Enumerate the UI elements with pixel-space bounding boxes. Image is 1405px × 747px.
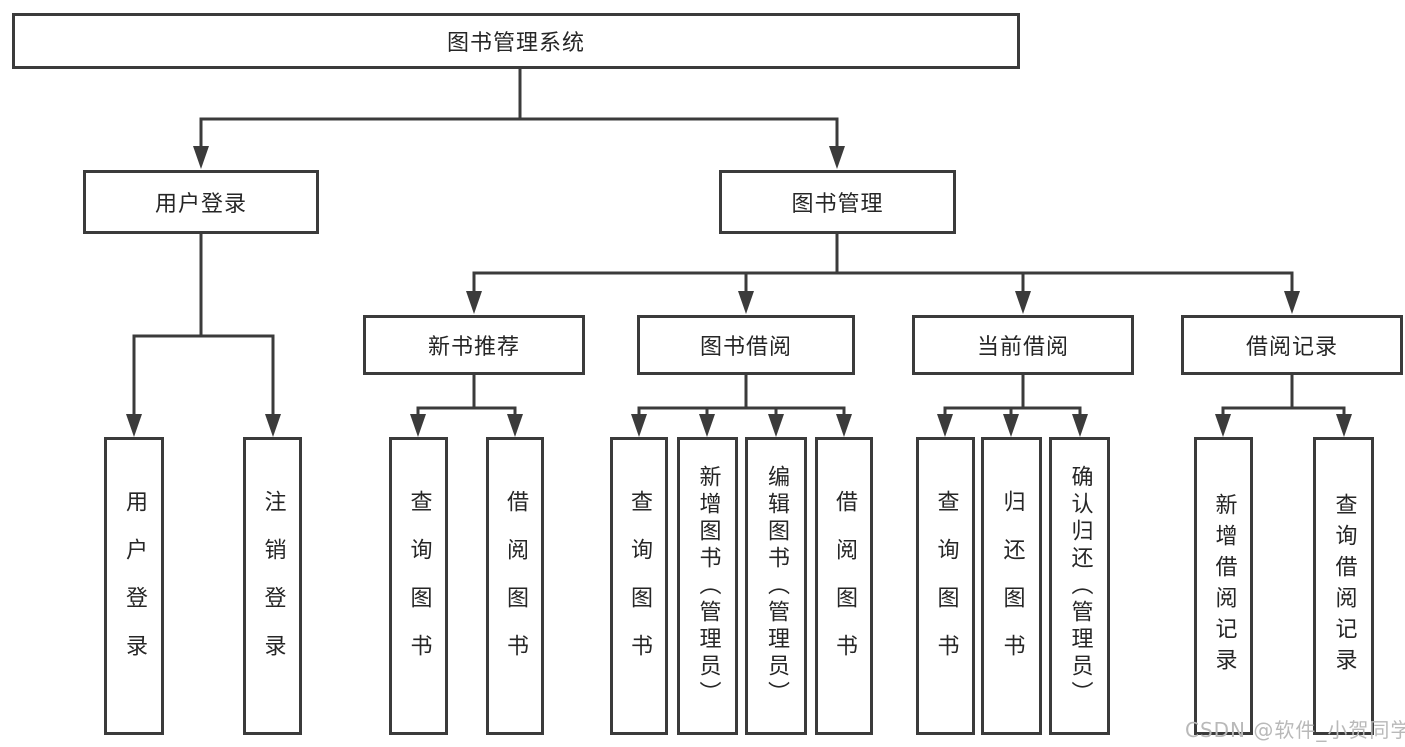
leaf-newbook-query-books: 查询图书 [389, 437, 448, 735]
leaf-current-query-books: 查询图书 [916, 437, 975, 735]
leaf-logout: 注销登录 [243, 437, 302, 735]
csdn-watermark: CSDN @软件_小贺同学 [1185, 718, 1405, 742]
node-book-management: 图书管理 [719, 170, 956, 234]
node-system-root: 图书管理系统 [12, 13, 1020, 69]
leaf-borrow-borrow-books: 借阅图书 [815, 437, 873, 735]
leaf-user-login: 用户登录 [104, 437, 164, 735]
node-book-borrow: 图书借阅 [637, 315, 855, 375]
leaf-borrow-query-books: 查询图书 [610, 437, 668, 735]
node-borrow-records: 借阅记录 [1181, 315, 1403, 375]
leaf-records-query-record: 查询借阅记录 [1313, 437, 1374, 735]
leaf-current-confirm-return-admin: 确认归还（管理员） [1049, 437, 1110, 735]
leaf-borrow-add-books-admin: 新增图书（管理员） [677, 437, 738, 735]
node-current-borrow: 当前借阅 [912, 315, 1134, 375]
leaf-newbook-borrow-books: 借阅图书 [486, 437, 544, 735]
node-new-book-recommend: 新书推荐 [363, 315, 585, 375]
node-user-login: 用户登录 [83, 170, 319, 234]
leaf-records-add-record: 新增借阅记录 [1194, 437, 1253, 735]
leaf-current-return-books: 归还图书 [981, 437, 1042, 735]
leaf-borrow-edit-books-admin: 编辑图书（管理员） [745, 437, 807, 735]
